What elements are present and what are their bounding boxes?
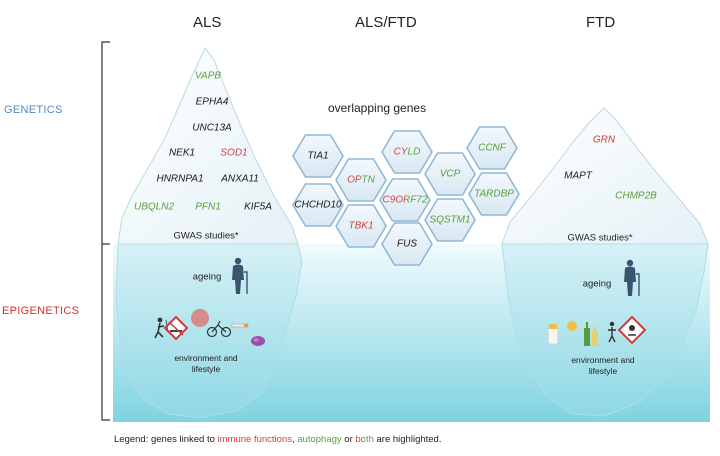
toxic-hazard-icon [617, 315, 647, 345]
gene-label: CHMP2B [615, 190, 657, 202]
gene-label: VCP [439, 168, 461, 180]
ftd-gwas-label: GWAS studies* [567, 232, 633, 244]
gene-label: HNRNPA1 [156, 173, 204, 185]
exercise-icon-ftd [608, 321, 616, 343]
gene-hexagon [466, 126, 518, 170]
als-ftd-title: ALS/FTD [355, 14, 417, 31]
gene-label: MAPT [564, 170, 592, 182]
no-smoking-icon [163, 315, 189, 341]
gene-label: SOD1 [220, 147, 248, 159]
gene-hexagon [335, 204, 387, 248]
epigenetics-label: EPIGENETICS [2, 305, 80, 317]
legend-sep: , [291, 434, 298, 445]
als-iceberg-tip [117, 47, 299, 245]
bottles-icon [584, 322, 598, 346]
legend-immune: immune functions [217, 434, 292, 445]
hexagon-cluster [292, 126, 520, 266]
gene-hexagon [381, 130, 433, 174]
gene-hexagon [335, 158, 387, 202]
legend-prefix: Legend: genes linked to [114, 434, 218, 445]
gene-label: ANXA11 [221, 173, 259, 185]
legend-both: both [355, 434, 374, 445]
legend-or: or [341, 434, 356, 445]
pills-icon [251, 336, 265, 346]
gene-label: UNC13A [192, 122, 232, 134]
gene-hexagon [379, 178, 431, 222]
overlap-title: overlapping genes [328, 101, 427, 115]
gene-label: CCNF [478, 142, 506, 154]
ftd-iceberg-tip [501, 107, 709, 245]
gene-label: NEK1 [168, 147, 196, 159]
als-ageing-label: ageing [192, 271, 222, 283]
gene-hexagon [424, 198, 476, 242]
als-environment-label: environment and lifestyle [174, 353, 238, 374]
ftd-iceberg-underwater [501, 243, 709, 417]
elderly-person-icon [232, 257, 248, 294]
ftd-environment-label: environment and lifestyle [571, 355, 635, 376]
gene-label: CYLD [393, 146, 421, 158]
gene-label: C9ORF72 [382, 194, 428, 206]
gene-label: UBQLN2 [133, 201, 175, 213]
ftd-title: FTD [586, 14, 616, 31]
cycling-icon [206, 320, 232, 338]
gene-label: TBK1 [348, 220, 374, 232]
gene-label: CHCHD10 [294, 199, 342, 211]
orange-pill-icon [567, 321, 577, 331]
legend-suffix: are highlighted. [373, 434, 442, 445]
genetics-label: GENETICS [4, 104, 63, 116]
gene-hexagon [381, 222, 433, 266]
cigarette-icon [231, 323, 249, 328]
gene-hexagon [468, 172, 520, 216]
ftd-ageing-label: ageing [582, 278, 612, 290]
left-bracket [101, 41, 110, 421]
gene-label: OPTN [347, 174, 375, 186]
exercise-icon [154, 317, 169, 339]
legend-autophagy: autophagy [297, 434, 342, 445]
gene-label: FUS [397, 238, 417, 250]
gene-label: GRN [592, 134, 616, 146]
elderly-person-icon-ftd [624, 259, 640, 296]
radiation-icon [191, 309, 209, 327]
gene-label: TARDBP [474, 188, 514, 200]
gene-hexagon [424, 152, 476, 196]
gene-label: KIF5A [244, 201, 272, 213]
gene-label: PFN1 [195, 201, 221, 213]
medication-icon [547, 324, 559, 345]
als-title: ALS [193, 14, 222, 31]
legend: Legend: genes linked to immune functions… [114, 434, 441, 445]
als-gwas-label: GWAS studies* [173, 230, 239, 242]
gene-label: EPHA4 [195, 96, 229, 108]
gene-hexagon [292, 134, 344, 178]
gene-label: VAPB [194, 70, 222, 82]
gene-label: SQSTM1 [429, 214, 471, 226]
gene-hexagon [292, 183, 344, 227]
als-iceberg-underwater [115, 243, 303, 419]
gene-label: TIA1 [307, 150, 329, 162]
